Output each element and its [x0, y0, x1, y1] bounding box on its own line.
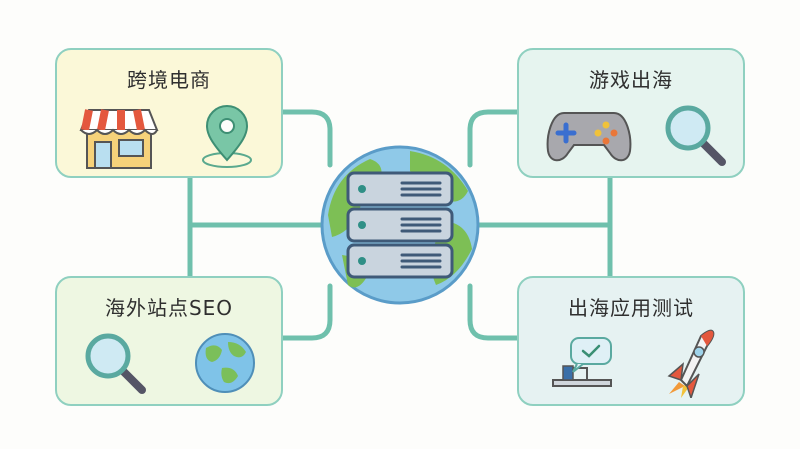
card-title: 海外站点SEO [104, 296, 234, 320]
magnifier-icon [665, 105, 726, 166]
card-title: 游戏出海 [589, 68, 673, 92]
laptop-chat-icon [552, 337, 612, 387]
card-title: 跨境电商 [127, 68, 211, 92]
card-game-overseas: 游戏出海 [517, 48, 745, 178]
game-controller-icon [546, 112, 632, 162]
card-overseas-app-testing: 出海应用测试 [517, 276, 745, 406]
card-title: 出海应用测试 [568, 296, 694, 320]
globe-icon [195, 333, 255, 393]
card-cross-border-ecommerce: 跨境电商 [55, 48, 283, 178]
location-pin-icon [202, 105, 252, 168]
card-overseas-site-seo: 海外站点SEO [55, 276, 283, 406]
rocket-icon [667, 329, 715, 398]
magnifier-icon [85, 333, 146, 394]
server-globe-icon [320, 145, 480, 305]
storefront-icon [79, 109, 159, 169]
